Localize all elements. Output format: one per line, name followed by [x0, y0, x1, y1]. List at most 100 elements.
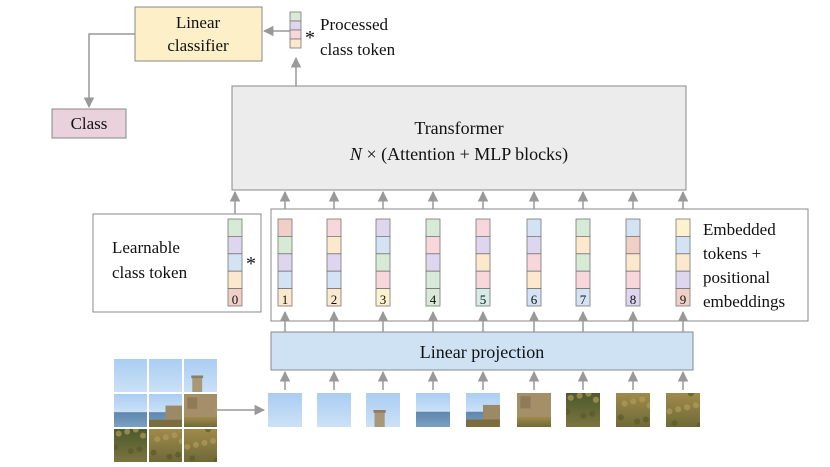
transformer-subtitle-rest: × (Attention + MLP blocks): [362, 144, 568, 165]
patch-token-cell: [375, 270, 391, 290]
linear-classifier-label-line1: Linear: [176, 13, 221, 32]
patch-token-index: 1: [282, 292, 289, 307]
patch-token-cell: [326, 218, 342, 237]
patch-token-cell: [526, 253, 542, 272]
patch-thumbnail: [517, 393, 551, 427]
patch-token-cell: [526, 270, 542, 290]
learnable-label-line2: class token: [112, 263, 188, 282]
class-token-cell: [227, 235, 243, 255]
patch-token-cell: [375, 218, 391, 237]
patch-thumbnail: [566, 393, 600, 427]
class-token-cell: [227, 253, 243, 272]
patch-token-cell: [475, 235, 491, 255]
token-to-transformer-arrows: [229, 190, 689, 214]
learnable-asterisk: *: [246, 253, 256, 275]
embedded-label-line1: Embedded: [703, 220, 776, 239]
patch-token-index: 9: [680, 292, 687, 307]
patch-token-cell: [375, 253, 391, 272]
patch-token-cell: [675, 270, 691, 290]
patch-token-cell: [475, 253, 491, 272]
patch-thumbnail: [268, 393, 302, 427]
patch-token-cell: [425, 253, 441, 272]
patch-token-cell: [277, 288, 293, 307]
class-token-cell: [227, 218, 243, 237]
patch-token-cell: [326, 235, 342, 255]
image-grid-tile: [149, 359, 182, 392]
transformer-box: [231, 85, 687, 191]
patch-token-cell: [277, 235, 293, 255]
class-box: [51, 108, 127, 139]
image-grid-tile: [184, 394, 217, 427]
patch-token-cell: [475, 288, 491, 307]
transformer-subtitle: N × (Attention + MLP blocks): [349, 144, 568, 165]
patch-token-index: 4: [430, 292, 437, 307]
image-grid-tile: [184, 429, 217, 462]
class-token-index: 0: [232, 292, 239, 307]
patch-token-index: 6: [531, 292, 538, 307]
linear-projection-box: [270, 331, 694, 371]
patch-token-cell: [675, 218, 691, 237]
processed-token-cell: [289, 20, 302, 31]
class-label: Class: [71, 114, 108, 133]
patch-token-cell: [326, 270, 342, 290]
patch-token-index: 5: [480, 292, 487, 307]
flattened-patch-sequence: [268, 393, 700, 427]
learnable-label-line1: Learnable: [112, 238, 180, 257]
patch-thumbnail: [317, 393, 351, 427]
processed-token-cell: [289, 38, 302, 49]
patch-token-cell: [575, 235, 591, 255]
image-grid-tile: [149, 429, 182, 462]
patch-token-cell: [475, 270, 491, 290]
patch-thumbnail: [616, 393, 650, 427]
embedded-label-line4: embeddings: [703, 292, 785, 311]
image-grid-tile: [114, 394, 147, 427]
patch-token-index: 7: [580, 292, 587, 307]
patch-token-cell: [675, 253, 691, 272]
patch-to-projection-arrows: [279, 370, 689, 390]
patch-token-cell: [526, 235, 542, 255]
patch-token-cell: [575, 218, 591, 237]
patch-token-cell: [375, 235, 391, 255]
patch-token-cell: [675, 288, 691, 307]
class-token-stack: [227, 218, 243, 307]
image-grid-tile: [149, 394, 182, 427]
patch-token-cell: [625, 288, 641, 307]
patch-thumbnail: [416, 393, 450, 427]
patch-token-cell: [425, 288, 441, 307]
patch-token-cell: [326, 253, 342, 272]
embedded-label-line3: positional: [703, 268, 770, 287]
image-grid-tile: [114, 429, 147, 462]
linear-classifier-label-line2: classifier: [167, 36, 229, 55]
patch-token-cell: [675, 235, 691, 255]
patch-token-cell: [425, 270, 441, 290]
patch-token-cell: [625, 270, 641, 290]
patch-token-cell: [575, 253, 591, 272]
patch-token-cell: [425, 235, 441, 255]
projection-to-token-arrows: [279, 310, 689, 332]
patch-token-cell: [375, 288, 391, 307]
transformer-n: N: [349, 144, 363, 164]
patch-token-cell: [475, 218, 491, 237]
processed-token-cell: [289, 11, 302, 22]
processed-token-label-line1: Processed: [320, 15, 388, 34]
processed-token-asterisk: *: [305, 27, 315, 49]
patch-token-cell: [425, 218, 441, 237]
arrow-classifier-to-class: [83, 33, 135, 109]
image-grid-tile: [184, 359, 217, 392]
patch-token-cell: [575, 270, 591, 290]
input-image-grid: [114, 359, 217, 462]
processed-class-token: [289, 11, 302, 49]
patch-token-cell: [277, 253, 293, 272]
patch-token-cell: [277, 270, 293, 290]
patch-token-index: 8: [630, 292, 637, 307]
class-token-cell: [227, 288, 243, 307]
patch-token-cell: [625, 218, 641, 237]
patch-token-cell: [625, 235, 641, 255]
patch-token-cell: [526, 218, 542, 237]
patch-token-index: 3: [380, 292, 387, 307]
linear-projection-label: Linear projection: [420, 342, 544, 362]
patch-token-cell: [277, 218, 293, 237]
patch-token-cell: [326, 288, 342, 307]
